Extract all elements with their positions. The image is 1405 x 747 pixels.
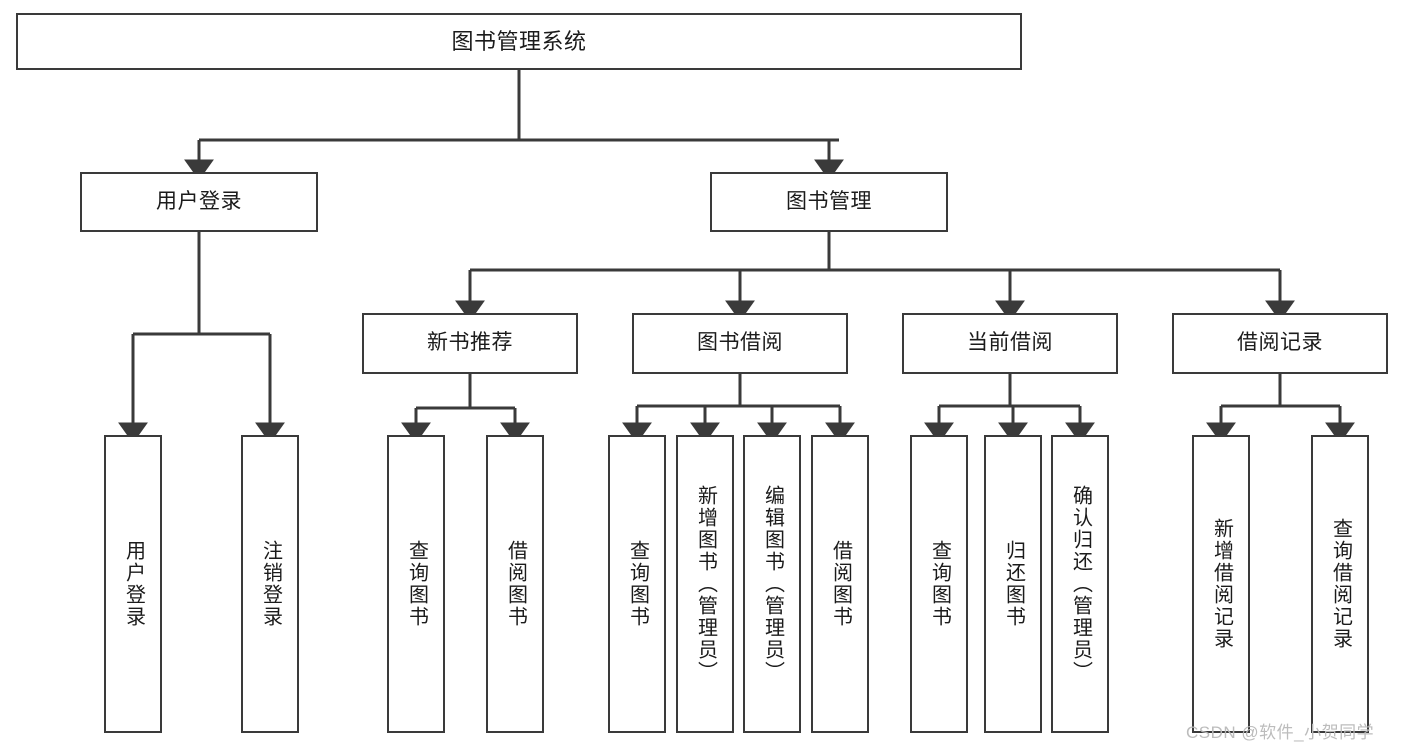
leaf-borrow-do-borrow-label: 借阅图书	[829, 540, 852, 628]
node-borrow-record[interactable]: 借阅记录	[1172, 313, 1388, 374]
leaf-borrow-query-book-label: 查询图书	[626, 540, 649, 628]
leaf-borrow-query-book[interactable]: 查询图书	[608, 435, 666, 733]
leaf-rec-borrow-book[interactable]: 借阅图书	[486, 435, 544, 733]
leaf-borrow-add-book[interactable]: 新增图书（管理员）	[676, 435, 734, 733]
node-book-borrow[interactable]: 图书借阅	[632, 313, 848, 374]
node-book-borrow-label: 图书借阅	[697, 331, 783, 355]
leaf-current-return-book[interactable]: 归还图书	[984, 435, 1042, 733]
leaf-borrow-edit-book[interactable]: 编辑图书（管理员）	[743, 435, 801, 733]
leaf-borrow-add-book-label: 新增图书（管理员）	[694, 485, 717, 683]
leaf-current-confirm-return-label: 确认归还（管理员）	[1069, 485, 1092, 683]
node-book-manage[interactable]: 图书管理	[710, 172, 948, 232]
node-user-login[interactable]: 用户登录	[80, 172, 318, 232]
node-root[interactable]: 图书管理系统	[16, 13, 1022, 70]
node-current-borrow[interactable]: 当前借阅	[902, 313, 1118, 374]
node-borrow-record-label: 借阅记录	[1237, 331, 1323, 355]
leaf-current-query-book-label: 查询图书	[928, 540, 951, 628]
leaf-current-return-book-label: 归还图书	[1002, 540, 1025, 628]
leaf-current-confirm-return[interactable]: 确认归还（管理员）	[1051, 435, 1109, 733]
node-root-label: 图书管理系统	[451, 28, 587, 54]
leaf-rec-query-book[interactable]: 查询图书	[387, 435, 445, 733]
leaf-borrow-edit-book-label: 编辑图书（管理员）	[761, 485, 784, 683]
leaf-borrow-do-borrow[interactable]: 借阅图书	[811, 435, 869, 733]
leaf-record-query[interactable]: 查询借阅记录	[1311, 435, 1369, 733]
leaf-current-query-book[interactable]: 查询图书	[910, 435, 968, 733]
node-user-login-label: 用户登录	[156, 189, 242, 213]
node-book-manage-label: 图书管理	[786, 189, 872, 213]
leaf-user-logout[interactable]: 注销登录	[241, 435, 299, 733]
leaf-user-logout-label: 注销登录	[259, 540, 282, 628]
csdn-watermark: CSDN @软件_小贺同学	[1186, 723, 1375, 742]
leaf-user-login-label: 用户登录	[122, 540, 145, 628]
leaf-rec-borrow-book-label: 借阅图书	[504, 540, 527, 628]
leaf-user-login[interactable]: 用户登录	[104, 435, 162, 733]
leaf-rec-query-book-label: 查询图书	[405, 540, 428, 628]
leaf-record-add-label: 新增借阅记录	[1210, 518, 1233, 650]
node-new-book-rec[interactable]: 新书推荐	[362, 313, 578, 374]
node-new-book-rec-label: 新书推荐	[427, 331, 513, 355]
node-current-borrow-label: 当前借阅	[967, 331, 1053, 355]
leaf-record-query-label: 查询借阅记录	[1329, 518, 1352, 650]
leaf-record-add[interactable]: 新增借阅记录	[1192, 435, 1250, 733]
